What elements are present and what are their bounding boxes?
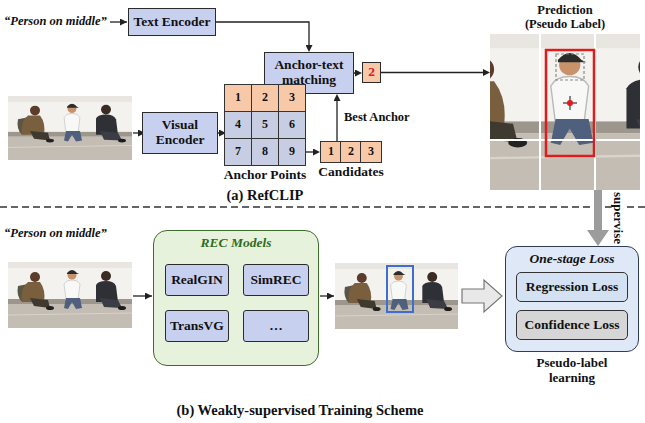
output-image <box>335 263 458 329</box>
node-label: Visual Encoder <box>143 118 217 148</box>
query-text: “Person on middle” <box>4 14 107 29</box>
node-label: 8 <box>262 145 268 158</box>
best-anchor-index: 2 <box>362 62 381 83</box>
node-label: Regression Loss <box>526 280 618 295</box>
node-label: RealGIN <box>171 273 223 288</box>
loss-box: Regression Loss <box>516 272 628 302</box>
input-image <box>8 96 132 160</box>
input-arrow <box>110 21 127 22</box>
output-image <box>335 263 458 329</box>
anchor-cell: 1 <box>224 84 252 112</box>
node-label: 9 <box>289 145 295 158</box>
candidate-cell: 3 <box>360 141 382 163</box>
prediction-photo <box>567 100 573 106</box>
anchor-cell: 9 <box>278 138 306 166</box>
prediction-photo <box>490 139 640 141</box>
candidate-row: Candidates123 <box>320 141 382 163</box>
flow-arrow <box>336 101 337 141</box>
flow-arrow <box>381 72 483 73</box>
flow-arrow <box>216 22 309 45</box>
group-title: One-stage Loss <box>506 247 638 267</box>
node-label: 1 <box>328 145 334 158</box>
model-box: SimREC <box>243 264 309 296</box>
model-group: REC ModelsRealGIN SimREC TransVG … <box>153 230 319 366</box>
output-image <box>387 266 413 312</box>
node-label: 3 <box>289 91 295 104</box>
anchor-cell: 5 <box>251 111 279 139</box>
node-label: Anchor-text matching <box>265 58 353 88</box>
anchor-cell: 3 <box>278 84 306 112</box>
node-label: 2 <box>368 65 375 80</box>
anchor-cell: 2 <box>251 84 279 112</box>
node-label: 2 <box>262 91 268 104</box>
node-label: 2 <box>348 145 354 158</box>
flow-arrow <box>133 295 152 296</box>
node-label: 6 <box>289 118 295 131</box>
node-label: 4 <box>235 118 241 131</box>
anchor-grid: Anchor Points123456789 <box>224 84 306 166</box>
prediction-photo <box>418 34 645 190</box>
prediction-photo <box>546 50 594 156</box>
input-arrow <box>110 22 145 133</box>
node-label: … <box>269 319 283 334</box>
loss-box: Confidence Loss <box>516 310 628 340</box>
node-label: 3 <box>368 145 374 158</box>
node-label: 7 <box>235 145 241 158</box>
anchor-cell: 4 <box>224 111 252 139</box>
query-text: “Person on middle” <box>4 226 107 241</box>
input-image <box>8 262 132 328</box>
loss-group: One-stage LossRegression LossConfidence … <box>505 246 639 352</box>
flow-arrow <box>320 295 334 296</box>
anchor-cell: 6 <box>278 111 306 139</box>
input-image <box>8 96 132 160</box>
flow-arrow <box>218 132 219 133</box>
prediction-image: Prediction (Pseudo Label) <box>490 34 640 190</box>
node-label: Confidence Loss <box>525 318 620 333</box>
prediction-photo <box>539 34 541 190</box>
matching-box: Anchor-text matching <box>264 52 354 94</box>
edge-label: supervise <box>611 191 625 245</box>
flow-arrow <box>354 72 355 73</box>
candidate-cell: 2 <box>340 141 362 163</box>
node-heading: Candidates <box>318 165 383 180</box>
node-label: TransVG <box>170 319 224 334</box>
node-label: Text Encoder <box>133 15 210 30</box>
encoder-box: Visual Encoder <box>142 112 218 154</box>
model-box: … <box>243 310 309 342</box>
hollow-arrow <box>462 280 502 312</box>
node-heading: Anchor Points <box>224 168 307 183</box>
panel-caption: (a) RefCLIP <box>190 187 340 204</box>
node-label: SimREC <box>250 273 301 288</box>
node-label: 1 <box>235 91 241 104</box>
group-title: REC Models <box>154 231 318 251</box>
flow-arrow <box>306 151 313 152</box>
section-divider <box>0 206 645 208</box>
anchor-cell: 8 <box>251 138 279 166</box>
panel-caption: (b) Weakly-supervised Training Scheme <box>100 402 500 419</box>
prediction-photo <box>490 34 640 190</box>
input-image <box>8 262 132 328</box>
prediction-photo <box>418 34 645 190</box>
node-label: 5 <box>262 118 268 131</box>
model-box: RealGIN <box>165 264 229 296</box>
encoder-box: Text Encoder <box>128 8 216 36</box>
supervision-arrow <box>594 190 602 230</box>
candidate-cell: 1 <box>320 141 342 163</box>
prediction-photo <box>556 54 584 80</box>
loss-note: Pseudo-label learning <box>522 356 622 386</box>
node-heading: Prediction (Pseudo Label) <box>515 4 615 32</box>
model-box: TransVG <box>165 310 229 342</box>
edge-label: Best Anchor <box>343 111 411 125</box>
anchor-cell: 7 <box>224 138 252 166</box>
